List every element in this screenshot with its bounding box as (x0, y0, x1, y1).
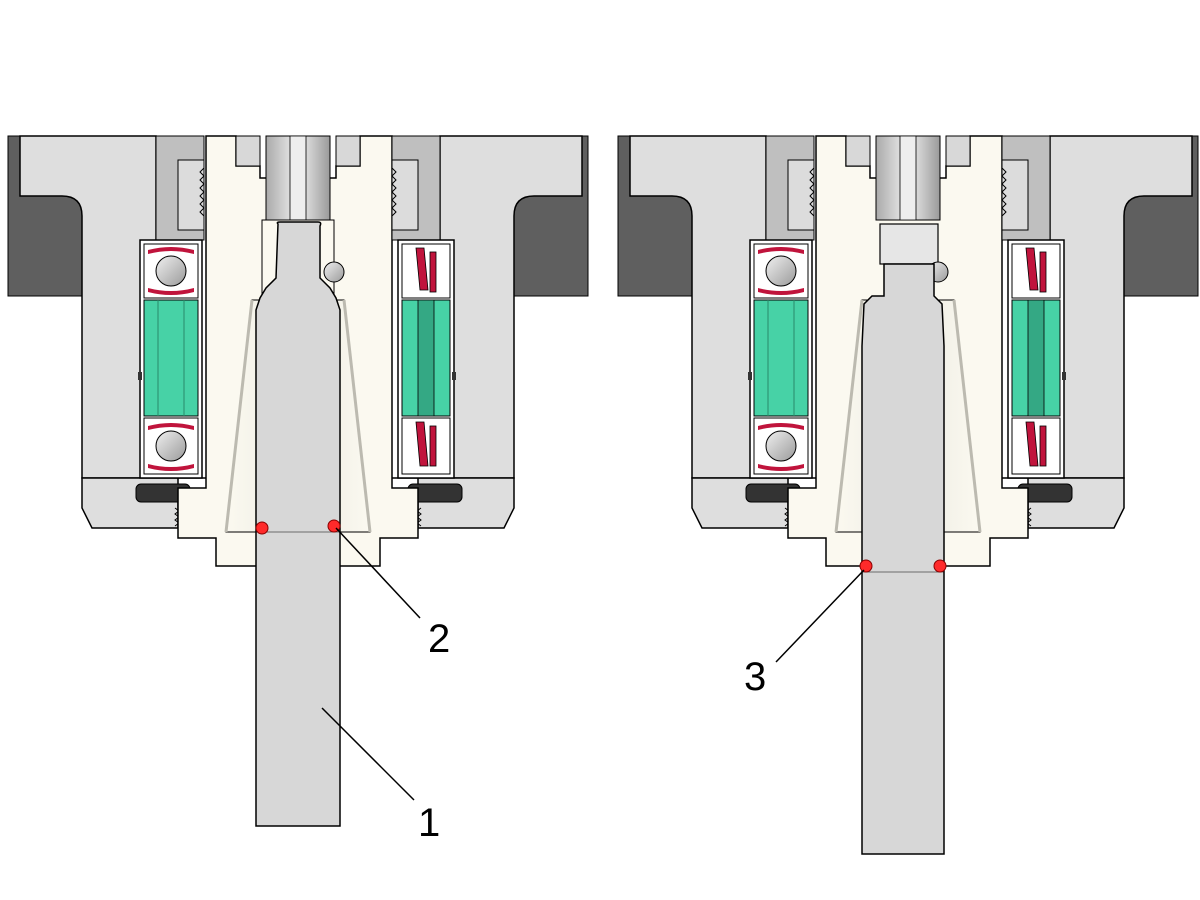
left-marker-dot-left (255, 521, 269, 535)
left-tool-holder (255, 221, 341, 827)
right-marker-dot-right (933, 559, 947, 573)
right-spindle-panel: 3 (616, 134, 1200, 855)
left-lock-ball (323, 261, 345, 283)
leader-line-3 (775, 569, 865, 663)
callout-label-3: 3 (744, 655, 766, 699)
right-tool-holder (861, 263, 945, 855)
right-drawbar-head (879, 223, 939, 265)
leader-line-1 (321, 707, 415, 801)
right-marker-dot-left (859, 559, 873, 573)
leader-line-2 (335, 527, 421, 619)
callout-label-1: 1 (418, 801, 440, 845)
left-spindle-panel: 2 1 (6, 134, 590, 845)
callout-label-2: 2 (428, 617, 450, 661)
